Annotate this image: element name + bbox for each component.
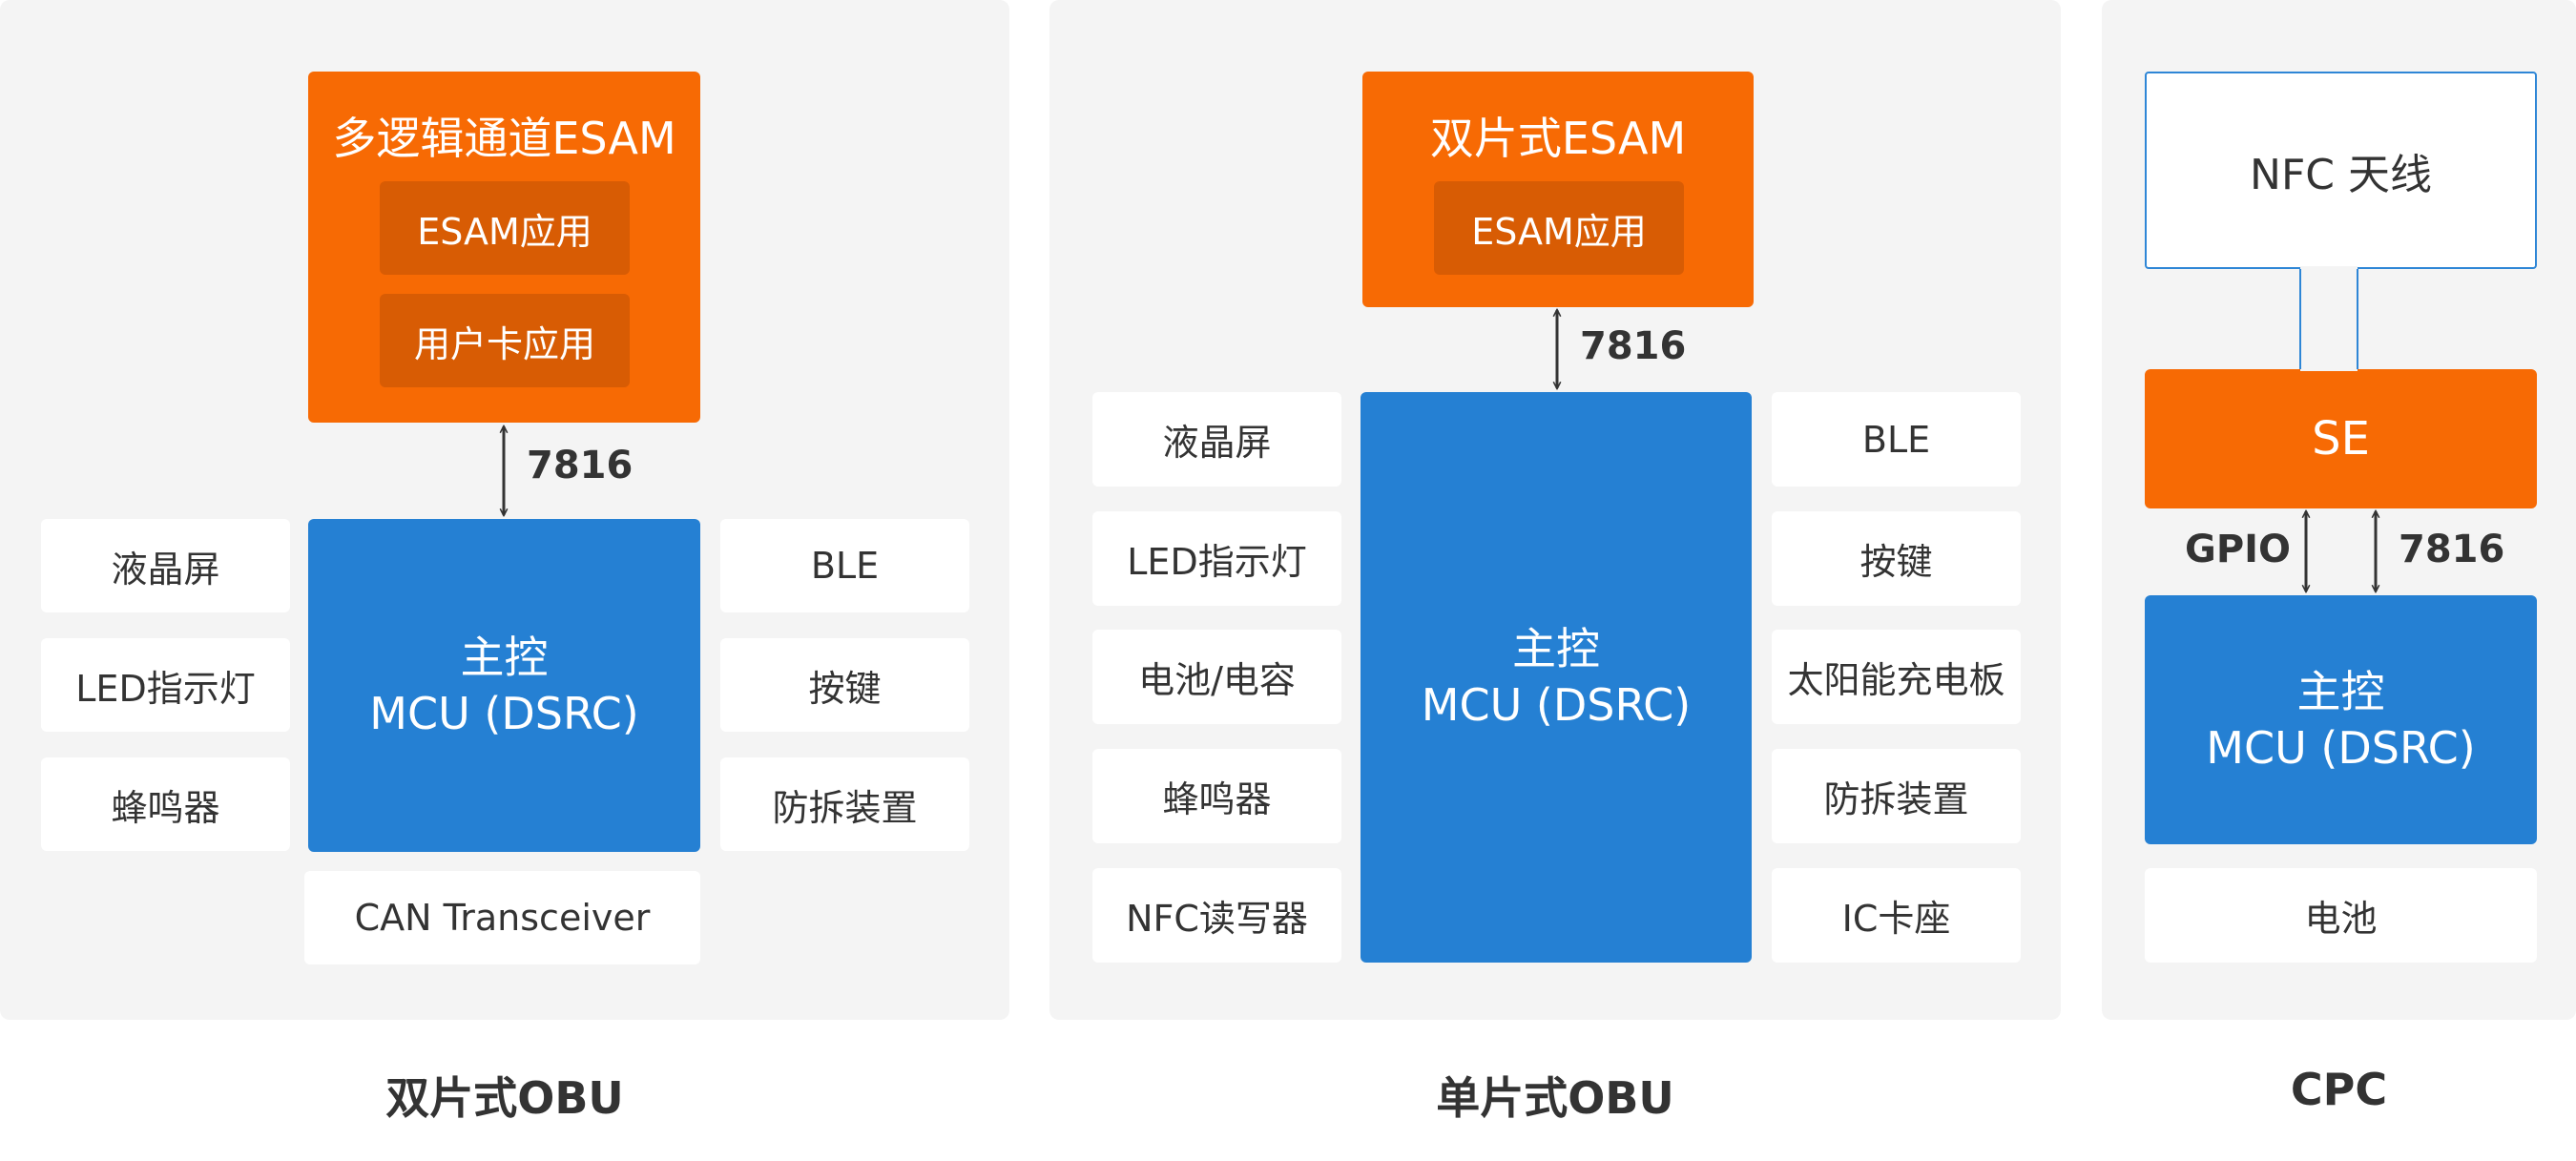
cpc-mcu-line2: MCU (DSRC) <box>2206 721 2476 774</box>
dual-right-item: 按键 <box>720 638 969 732</box>
dual-esam-title: 多逻辑通道ESAM <box>332 113 676 164</box>
single-left-item: 液晶屏 <box>1092 392 1341 487</box>
cpc-mcu-line1: 主控 <box>2296 665 2385 717</box>
dual-mcu-block: 主控 MCU (DSRC) <box>308 519 700 852</box>
cpc-battery: 电池 <box>2145 868 2537 963</box>
dual-mcu-line1: 主控 <box>460 631 549 683</box>
dual-mcu-line2: MCU (DSRC) <box>369 687 639 739</box>
cpc-mcu-block: 主控 MCU (DSRC) <box>2145 595 2537 844</box>
caption-dual-obu: 双片式OBU <box>385 1072 624 1124</box>
dual-user-card-app: 用户卡应用 <box>380 294 630 387</box>
dual-right-item: BLE <box>720 519 969 612</box>
single-right-item: BLE <box>1772 392 2021 487</box>
single-left-item: LED指示灯 <box>1092 511 1341 606</box>
cpc-nfc-antenna: NFC 天线 <box>2145 72 2537 269</box>
cpc-se-block: SE <box>2145 369 2537 508</box>
panel-cpc: NFC 天线 SE GPIO 7816 主控 MCU (DSRC) 电池 <box>2102 0 2576 1020</box>
dual-right-item: 防拆装置 <box>720 757 969 851</box>
dual-left-item: 蜂鸣器 <box>41 757 290 851</box>
dual-left-item: LED指示灯 <box>41 638 290 732</box>
single-mcu-block: 主控 MCU (DSRC) <box>1361 392 1752 963</box>
single-left-item: 蜂鸣器 <box>1092 749 1341 843</box>
dual-interface-label: 7816 <box>527 444 634 487</box>
single-esam-block: 双片式ESAM ESAM应用 <box>1362 72 1754 307</box>
single-esam-title: 双片式ESAM <box>1429 113 1687 164</box>
single-right-item: 按键 <box>1772 511 2021 606</box>
dual-left-item: 液晶屏 <box>41 519 290 612</box>
dual-esam-block: 多逻辑通道ESAM ESAM应用 用户卡应用 <box>308 72 700 423</box>
caption-single-obu: 单片式OBU <box>1436 1072 1674 1124</box>
single-left-item: NFC读写器 <box>1092 868 1341 963</box>
single-right-item: IC卡座 <box>1772 868 2021 963</box>
single-right-item: 太阳能充电板 <box>1772 630 2021 724</box>
single-right-item: 防拆装置 <box>1772 749 2021 843</box>
cpc-interface-label: 7816 <box>2399 528 2505 571</box>
cpc-gpio-label: GPIO <box>2185 528 2292 571</box>
dual-can-transceiver: CAN Transceiver <box>304 871 700 964</box>
single-mcu-line1: 主控 <box>1512 623 1600 675</box>
panel-dual-obu: 多逻辑通道ESAM ESAM应用 用户卡应用 7816 主控 MCU (DSRC… <box>0 0 1009 1020</box>
single-mcu-line2: MCU (DSRC) <box>1421 679 1692 731</box>
single-left-item: 电池/电容 <box>1092 630 1341 724</box>
single-interface-label: 7816 <box>1580 324 1687 368</box>
dual-esam-app: ESAM应用 <box>380 181 630 275</box>
single-esam-app: ESAM应用 <box>1434 181 1684 275</box>
panel-single-obu: 双片式ESAM ESAM应用 7816 主控 MCU (DSRC) 液晶屏 LE… <box>1049 0 2061 1020</box>
caption-cpc: CPC <box>2290 1064 2388 1115</box>
